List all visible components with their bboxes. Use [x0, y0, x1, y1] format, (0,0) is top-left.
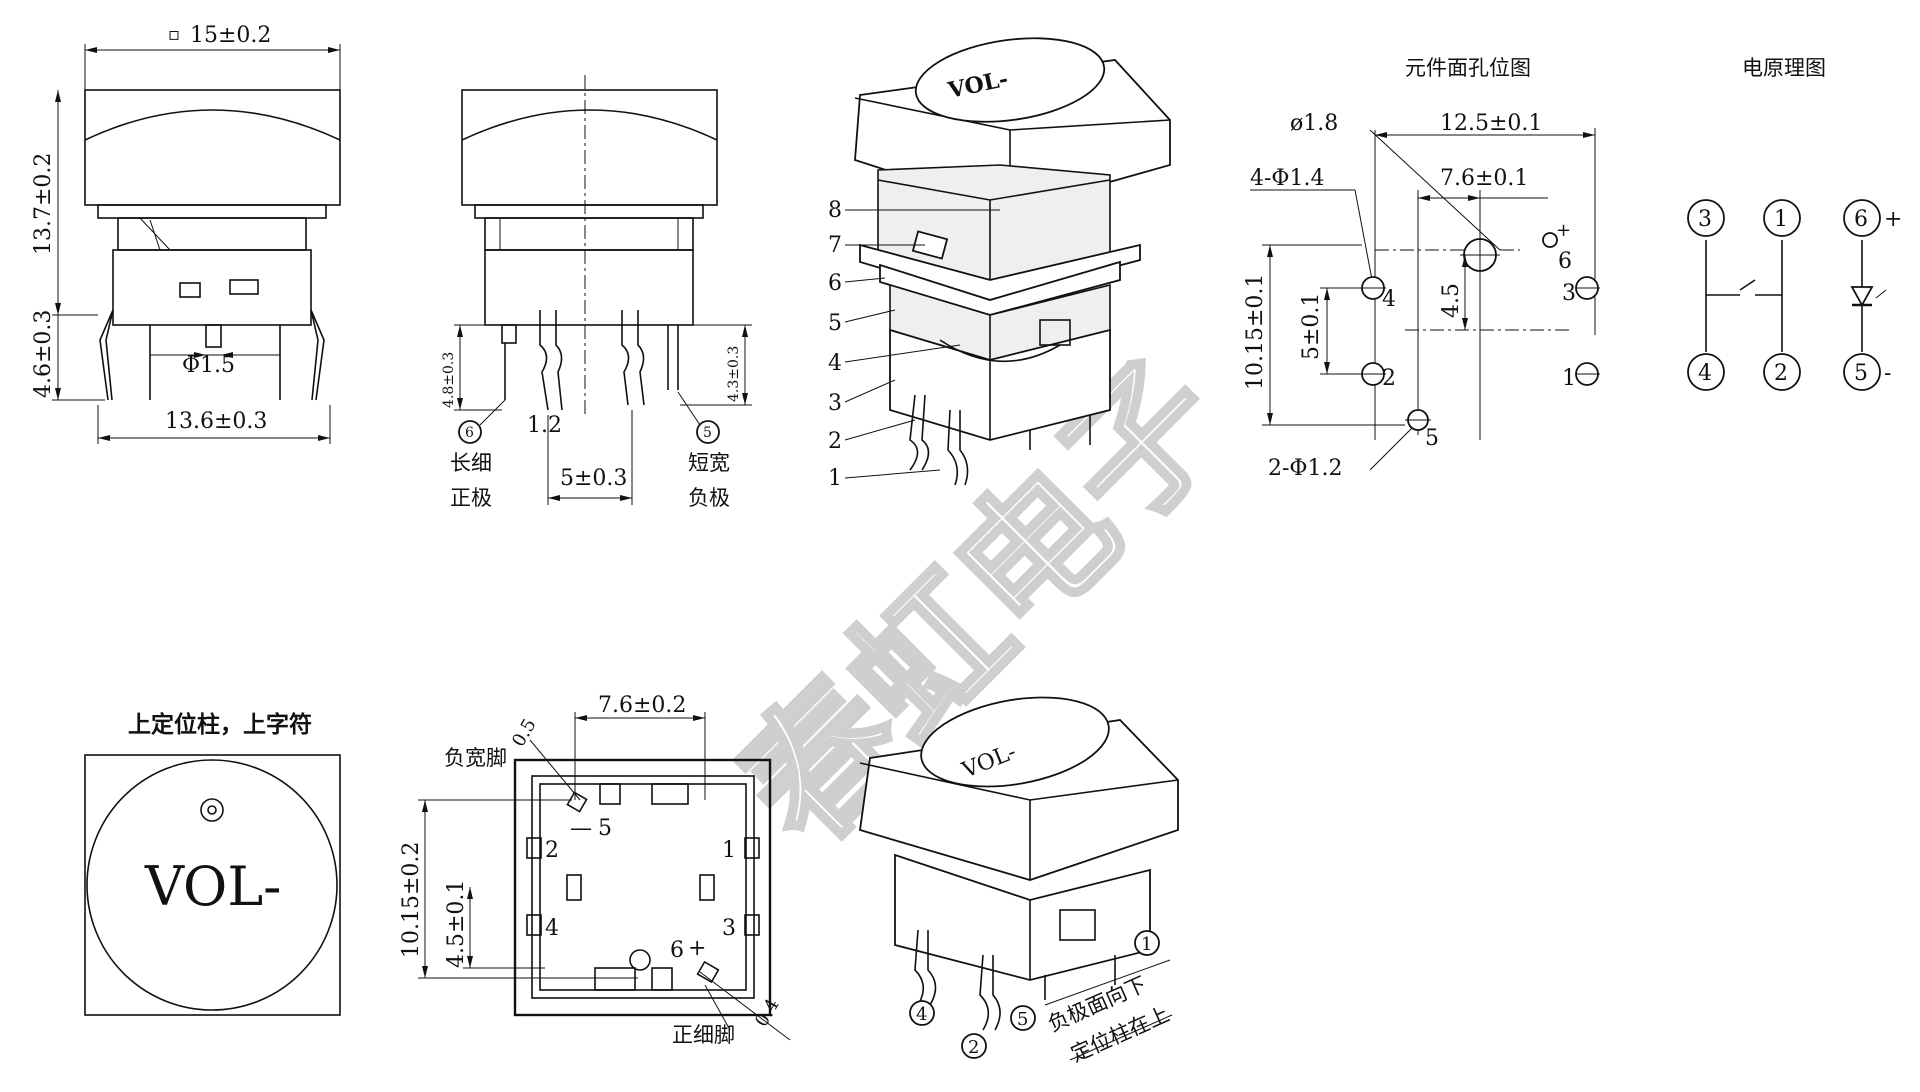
- schem-node-6: 6: [1854, 207, 1868, 232]
- hole-pin-5: 5: [1425, 426, 1439, 451]
- hole-pin-3: 3: [1562, 281, 1576, 306]
- part-num-2: 2: [828, 429, 842, 454]
- hole-4x14: 4-Φ1.4: [1250, 166, 1324, 191]
- hole-plus: +: [1556, 220, 1571, 241]
- hole-2x12: 2-Φ1.2: [1268, 456, 1342, 481]
- schem-node-4: 4: [1698, 361, 1712, 386]
- part-num-8: 8: [828, 198, 842, 223]
- bottom-minus: —: [570, 816, 592, 841]
- schem-node-1: 1: [1774, 207, 1788, 232]
- front-left-pin-dim: 4.8±0.3: [441, 352, 457, 408]
- front-pin6-line2: 正极: [450, 486, 492, 510]
- side-height-dim: 13.7±0.2: [31, 153, 56, 255]
- hole-layout: 元件面孔位图 ø1.8 12.5±0.1 4-Φ1.4 7.6±0.1: [1243, 56, 1600, 481]
- hole-span-dim: 12.5±0.1: [1440, 111, 1542, 136]
- hole-d18: ø1.8: [1290, 111, 1338, 136]
- hole-pin-4: 4: [1382, 287, 1396, 312]
- part-num-7: 7: [828, 233, 842, 258]
- side-top-dim: 15±0.2: [190, 23, 271, 48]
- part-num-6: 6: [828, 271, 842, 296]
- bottom-thin-pin-label: 正细脚: [672, 1023, 735, 1047]
- schem-node-2: 2: [1774, 361, 1788, 386]
- schematic-title: 电原理图: [1742, 56, 1826, 80]
- hole-v5: 5±0.1: [1299, 293, 1324, 360]
- iso-pin-4: 4: [916, 1004, 927, 1025]
- front-view: 4.8±0.3 4.3±0.3 1.2 5±0.3 6 长细 正极 5 短宽 负…: [441, 75, 752, 510]
- hole-h45: 4.5: [1439, 283, 1464, 318]
- hole-pin-6: 6: [1558, 249, 1572, 274]
- side-bottom-dim: 13.6±0.3: [165, 409, 267, 434]
- front-pin6-line1: 长细: [450, 451, 492, 475]
- bottom-pin-6: 6: [670, 938, 684, 963]
- bottom-pin-1: 1: [722, 838, 736, 863]
- hole-center-dim: 7.6±0.1: [1440, 166, 1528, 191]
- front-pitch-dim: 5±0.3: [560, 466, 627, 491]
- front-pin5-line2: 负极: [688, 486, 730, 510]
- iso-pin-1: 1: [1141, 934, 1152, 955]
- front-pin6-num: 6: [465, 425, 474, 441]
- top-view-text: VOL-: [144, 855, 281, 918]
- part-num-4: 4: [828, 351, 842, 376]
- bottom-d05: 0.5: [508, 715, 541, 750]
- bottom-wide-pin-label: 负宽脚: [444, 746, 507, 770]
- bottom-pin-3: 3: [722, 916, 736, 941]
- hole-pin-1: 1: [1562, 366, 1576, 391]
- part-num-1: 1: [828, 466, 842, 491]
- bottom-h2-dim: 4.5±0.1: [444, 880, 469, 968]
- bottom-w-dim: 7.6±0.2: [598, 693, 686, 718]
- side-pin-len-dim: 4.6±0.3: [31, 310, 56, 398]
- hole-pin-2: 2: [1382, 366, 1396, 391]
- hole-layout-title: 元件面孔位图: [1405, 56, 1531, 80]
- side-view: ▫ 15±0.2 13.7±0.2 4.6±0.3 Φ1.5: [31, 23, 341, 444]
- part-num-5: 5: [828, 311, 842, 336]
- bottom-pin-4: 4: [545, 916, 559, 941]
- bottom-view: 7.6±0.2 0.5 负宽脚 — 5 2 1 4 3 6 +: [399, 693, 791, 1047]
- front-pin5-num: 5: [703, 425, 712, 441]
- side-dia-dim: Φ1.5: [182, 353, 235, 378]
- top-view-title: 上定位柱，上字符: [128, 711, 312, 738]
- exploded-view: VOL- 8 7 6 5 4 3 2 1: [828, 37, 1171, 491]
- front-pin5-line1: 短宽: [688, 451, 730, 475]
- svg-text:▫: ▫: [168, 24, 180, 45]
- iso-pin-5: 5: [1017, 1009, 1028, 1030]
- hole-v1015: 10.15±0.1: [1243, 274, 1268, 390]
- bottom-plus: +: [688, 936, 706, 961]
- schem-node-5: 5: [1854, 361, 1868, 386]
- schem-plus: +: [1884, 207, 1902, 232]
- bottom-d04: 0.4: [751, 995, 784, 1030]
- iso-pin-2: 2: [968, 1037, 979, 1058]
- part-num-3: 3: [828, 391, 842, 416]
- bottom-pin-5: 5: [598, 816, 612, 841]
- front-right-pin-dim: 4.3±0.3: [726, 346, 742, 402]
- top-view: 上定位柱，上字符 VOL-: [84, 711, 341, 1016]
- schem-node-3: 3: [1698, 207, 1712, 232]
- schematic: 电原理图 3 1 6 4 2 5 + -: [1687, 56, 1902, 391]
- schem-minus: -: [1884, 361, 1891, 386]
- bottom-h-dim: 10.15±0.2: [399, 842, 424, 958]
- bottom-pin-2: 2: [545, 838, 559, 863]
- front-pin-width-dim: 1.2: [527, 413, 562, 438]
